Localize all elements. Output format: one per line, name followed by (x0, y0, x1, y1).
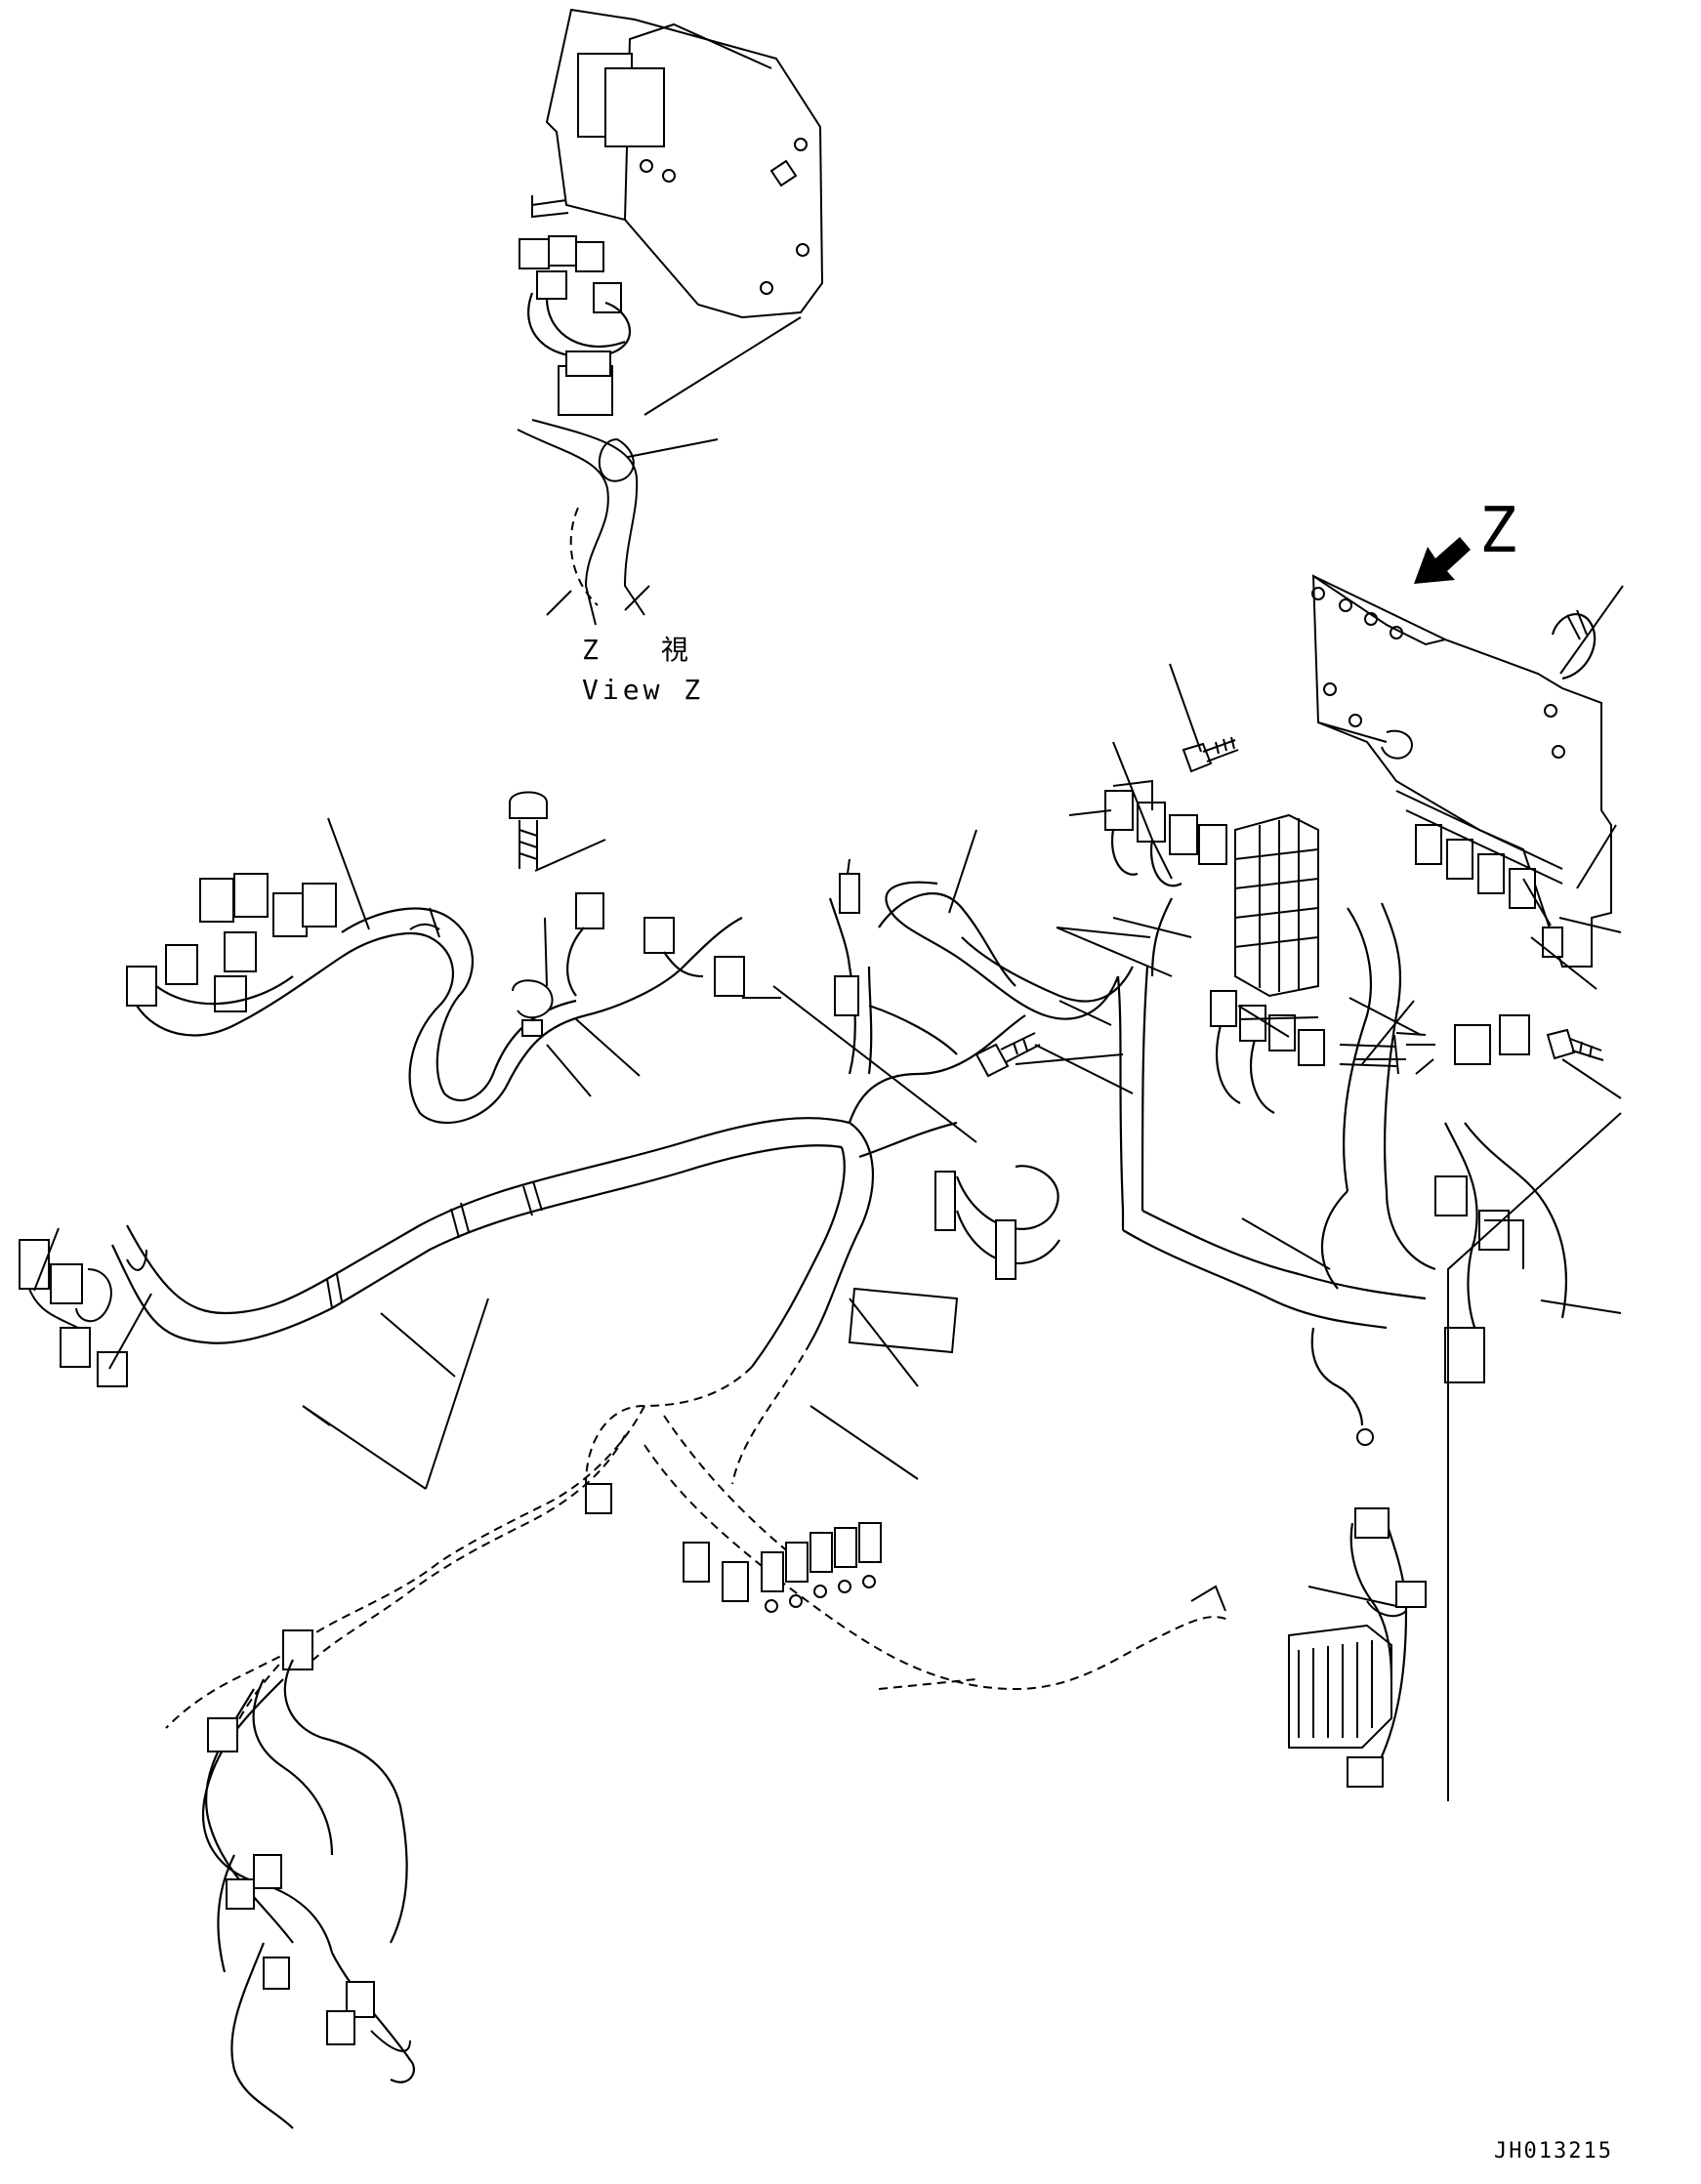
leader-lines (33, 585, 1624, 1801)
view-z-label-en: View Z (582, 674, 704, 706)
drawing-number: JH013215 (1494, 2139, 1613, 2163)
fuse-panel-bracket (1311, 574, 1612, 968)
view-z-inset: Z 視 View Z (517, 8, 824, 706)
controller-unit (1288, 1507, 1427, 1788)
bolt-2 (509, 791, 548, 869)
bolts (509, 736, 1604, 1078)
lower-left-harness (202, 1659, 415, 2129)
view-z-label-jp: Z 視 (582, 634, 706, 666)
bolt-3 (975, 1032, 1041, 1078)
upper-left-harness (126, 873, 745, 1125)
main-harness (19, 881, 1568, 1446)
view-direction-letter: Z (1479, 495, 1517, 567)
lower-harness-hidden (165, 1341, 1231, 1729)
bolt-1 (1182, 736, 1239, 773)
center-harness (828, 858, 1016, 1354)
view-direction-arrow: Z (1414, 495, 1517, 584)
fuse-box (1104, 779, 1319, 998)
bolt-4 (1546, 1028, 1604, 1061)
